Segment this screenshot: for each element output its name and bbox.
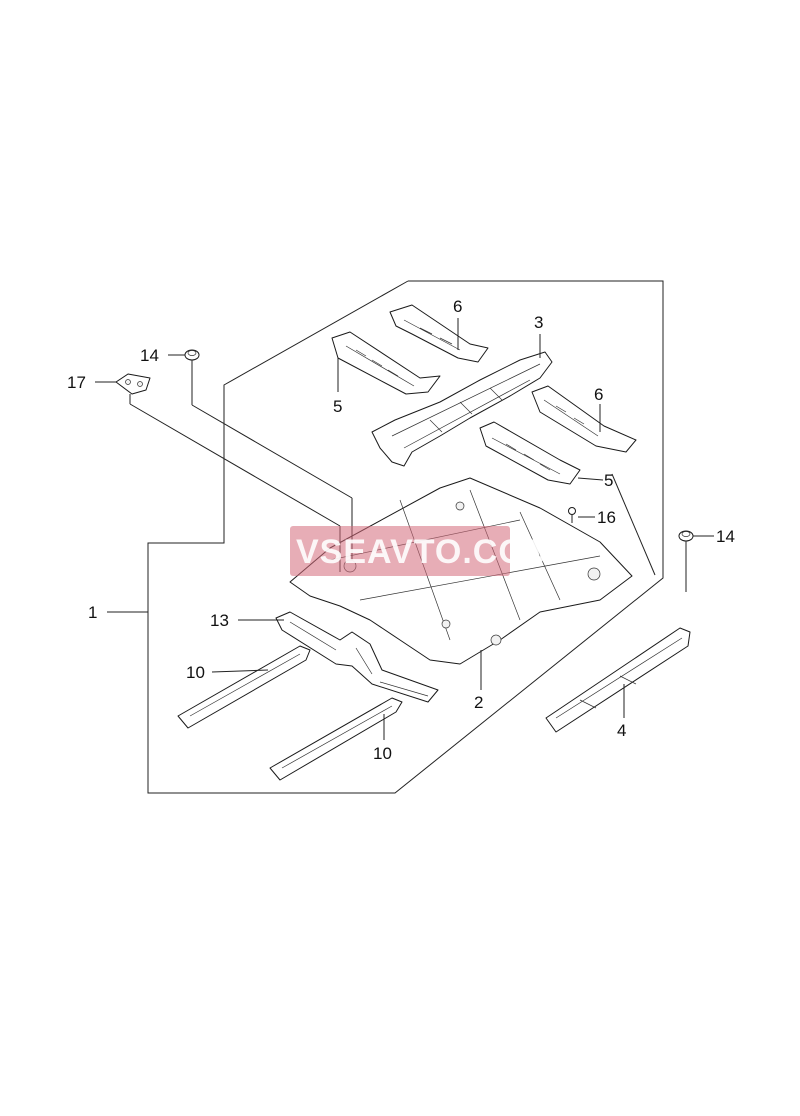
watermark-text: VSEAVTO.COM [296, 533, 555, 571]
part-3-tunnel [371, 351, 553, 467]
part-14-plug-right [678, 530, 694, 542]
part-6-right-bracket [531, 385, 637, 453]
callout-10-upper: 10 [186, 663, 205, 682]
callout-4: 4 [617, 721, 626, 740]
part-14-plug-left [184, 349, 200, 361]
callout-6-right: 6 [594, 385, 603, 404]
part-16-bolt [568, 507, 576, 523]
part-17-bracket [115, 373, 151, 395]
part-6-upper-bracket [389, 304, 489, 363]
callout-17: 17 [67, 373, 86, 392]
part-5-right-rail [479, 421, 581, 485]
assembly-boundary [147, 280, 664, 794]
callout-13: 13 [210, 611, 229, 630]
leader-lines [95, 318, 714, 740]
callout-14-right: 14 [716, 527, 735, 546]
part-10-sill-lower [269, 697, 403, 781]
callout-16: 16 [597, 508, 616, 527]
callout-6-top: 6 [453, 297, 462, 316]
callout-5-left: 5 [333, 397, 342, 416]
callout-5-right: 5 [604, 471, 613, 490]
callout-3: 3 [534, 313, 543, 332]
part-5-upper-rail [331, 331, 441, 395]
callout-2: 2 [474, 693, 483, 712]
part-10-sill-upper [177, 645, 311, 729]
watermark: VSEAVTO.COM [290, 526, 555, 576]
part-4-right-sill [545, 627, 691, 733]
part-13-cross-member [275, 611, 439, 703]
callout-10-lower: 10 [373, 744, 392, 763]
callout-14-left: 14 [140, 346, 159, 365]
callout-1: 1 [88, 603, 97, 622]
